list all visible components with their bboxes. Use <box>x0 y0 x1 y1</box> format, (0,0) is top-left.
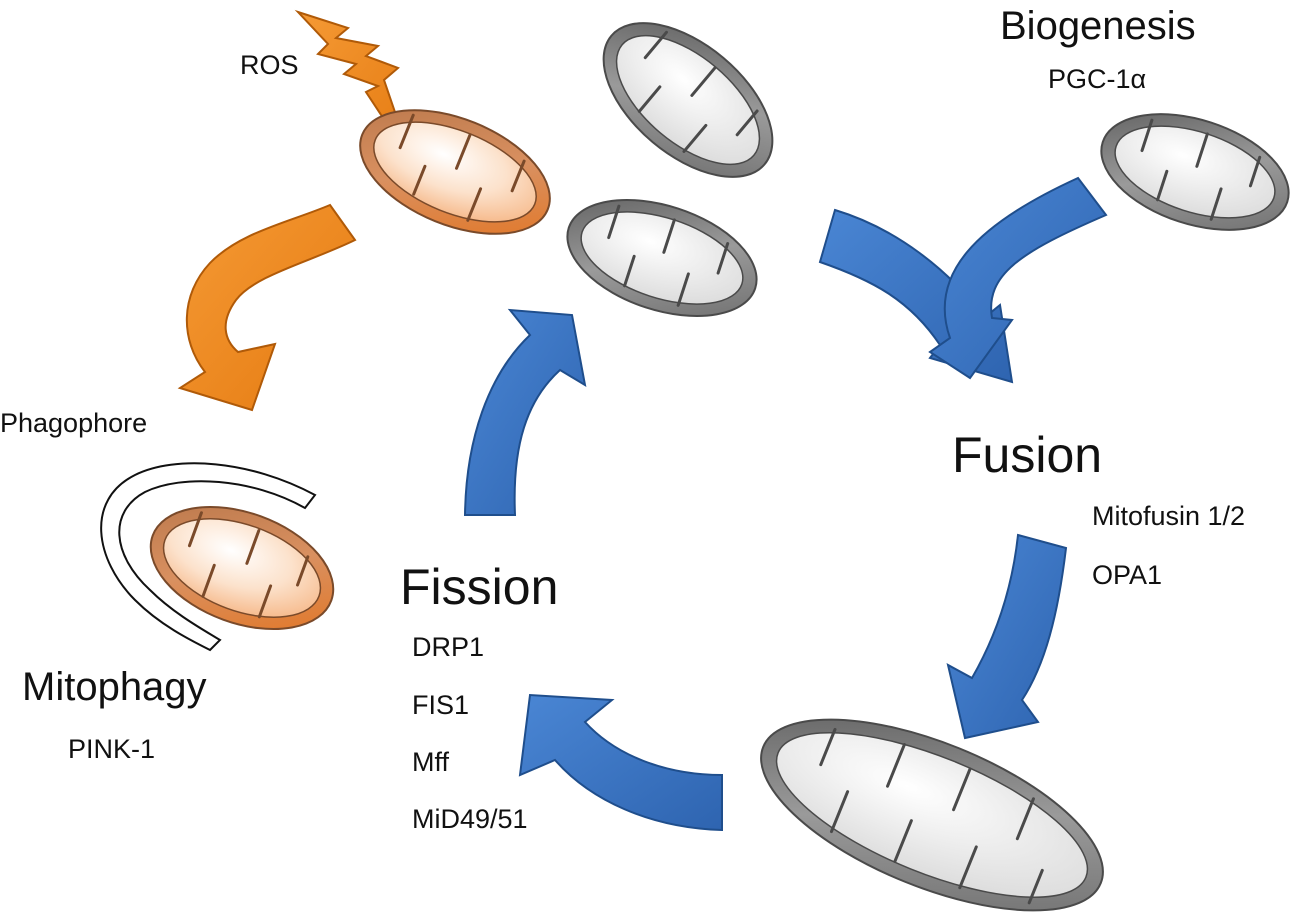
drp1-label: DRP1 <box>412 632 485 662</box>
mid49-51-label: MiD49/51 <box>412 804 528 834</box>
blue-curved-arrow-icon <box>928 176 1108 380</box>
pgc-label: PGC-1α <box>1048 64 1147 94</box>
phagophore-label: Phagophore <box>0 408 148 438</box>
mitochondrion-icon <box>602 22 774 178</box>
fusion-title: Fusion <box>952 427 1103 483</box>
mitochondrion-in-phagophore-icon <box>149 505 335 631</box>
phagophore-membrane <box>100 462 317 652</box>
fission-title: Fission <box>400 559 559 615</box>
biogenesis-label: Biogenesis <box>1000 4 1196 48</box>
mitofusin-label: Mitofusin 1/2 <box>1092 501 1246 531</box>
opa1-label: OPA1 <box>1092 560 1163 590</box>
ros-label: ROS <box>240 50 299 80</box>
fis1-label: FIS1 <box>412 690 470 720</box>
pink1-label: PINK-1 <box>68 734 156 764</box>
damaged-mitochondrion-icon <box>359 109 551 235</box>
mff-label: Mff <box>412 747 450 777</box>
fused-mitochondrion-icon <box>760 718 1104 912</box>
orange-curved-arrow-icon <box>177 203 357 412</box>
blue-curved-arrow-icon <box>518 693 723 832</box>
blue-curved-arrow-icon <box>463 308 587 516</box>
blue-curved-arrow-icon <box>946 533 1068 740</box>
mitochondrion-icon <box>1100 113 1290 231</box>
mitophagy-title: Mitophagy <box>22 665 207 709</box>
mitochondrion-icon <box>566 199 758 317</box>
